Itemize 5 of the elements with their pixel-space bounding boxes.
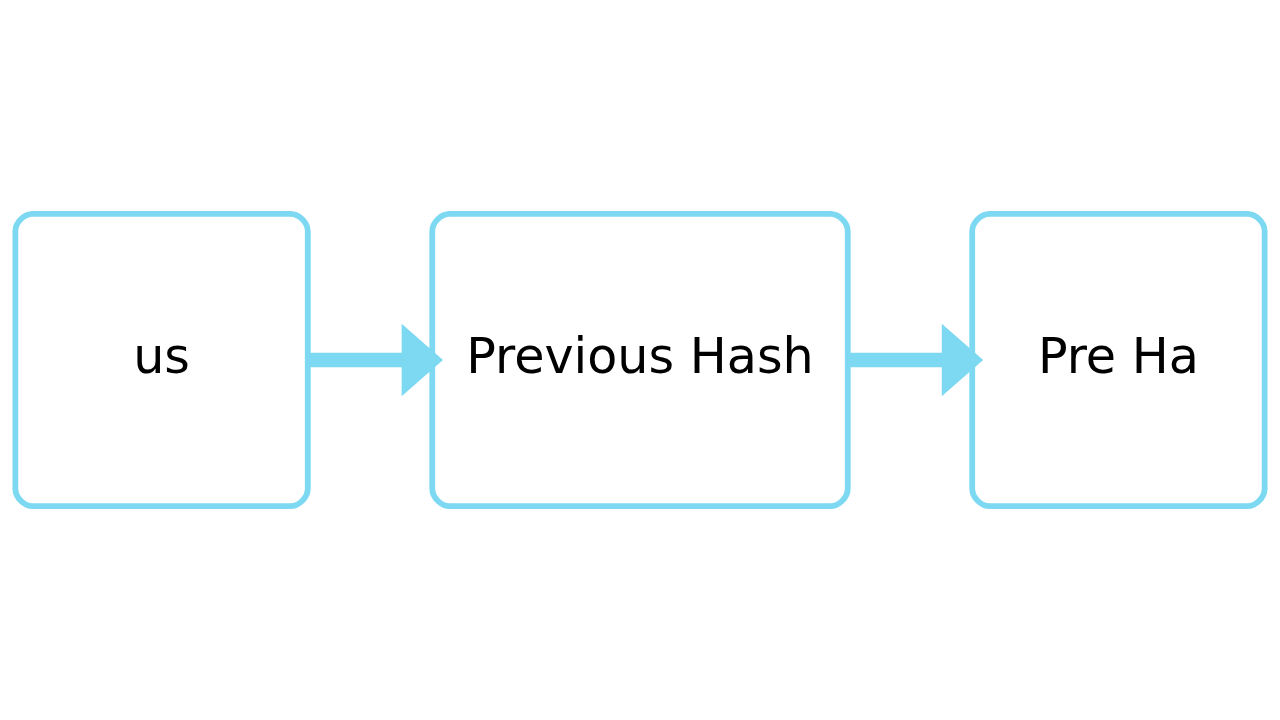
arrow (847, 323, 984, 397)
node-box: Pre Ha (969, 210, 1268, 510)
node-box: Previous Hash (429, 210, 851, 510)
arrow (308, 323, 444, 397)
node-box: us (12, 210, 311, 510)
